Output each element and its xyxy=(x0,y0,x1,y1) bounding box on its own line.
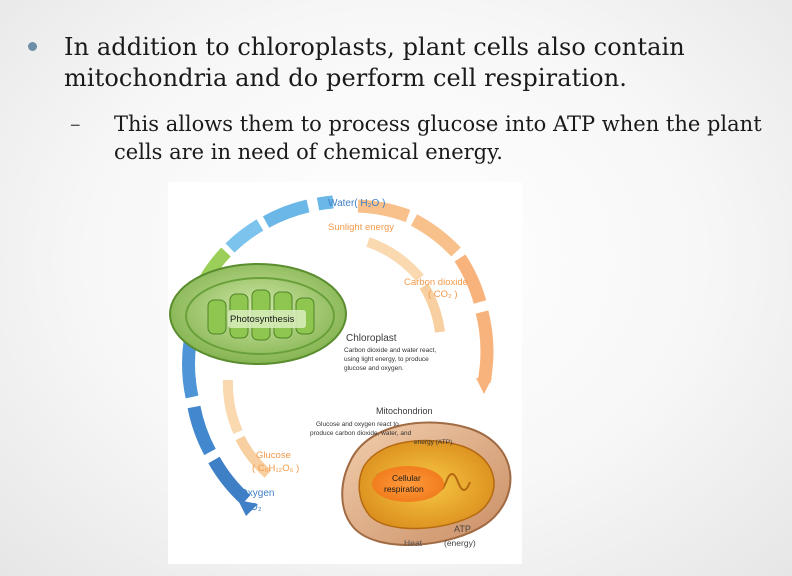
label-mitochondrion-desc-2: produce carbon dioxide, water, and xyxy=(310,430,412,437)
cycle-diagram: Water( H₂O ) Sunlight energy Carbon diox… xyxy=(168,182,522,564)
label-photosynthesis: Photosynthesis xyxy=(230,314,295,325)
label-glucose-formula: ( C₆H₁₂O₆ ) xyxy=(252,463,299,474)
label-heat: Heat xyxy=(404,538,423,548)
label-oxygen-title: Oxygen xyxy=(240,488,274,499)
cycle-arrows xyxy=(182,195,494,505)
label-mitochondrion-desc-1: Glucose and oxygen react to xyxy=(316,421,399,428)
label-atp-energy: (energy) xyxy=(444,538,476,548)
label-mitochondrion-title: Mitochondrion xyxy=(376,406,433,416)
label-atp: ATP xyxy=(454,524,471,534)
bullet-level-1: In addition to chloroplasts, plant cells… xyxy=(28,32,768,94)
bullet-1-text: In addition to chloroplasts, plant cells… xyxy=(64,33,685,92)
label-co2-formula: ( CO₂ ) xyxy=(428,289,458,300)
label-water: Water( H₂O ) xyxy=(328,198,385,209)
label-respiration: respiration xyxy=(384,484,424,494)
label-glucose-title: Glucose xyxy=(256,450,291,461)
label-chloroplast-title: Chloroplast xyxy=(346,333,397,344)
arrow-head-orange-icon xyxy=(476,378,492,394)
label-chloroplast-desc-1: Carbon dioxide and water react, xyxy=(344,347,436,354)
mitochondrion-illustration xyxy=(341,421,512,546)
label-oxygen-formula: O₂ xyxy=(250,502,262,513)
bullet-2-text: This allows them to process glucose into… xyxy=(114,112,762,164)
cycle-diagram-svg: Water( H₂O ) Sunlight energy Carbon diox… xyxy=(169,195,512,548)
label-cellular: Cellular xyxy=(392,473,421,483)
bullet-dash-icon: – xyxy=(70,112,81,136)
label-chloroplast-desc-2: using light energy, to produce xyxy=(344,356,429,363)
bullet-dot-icon xyxy=(28,42,37,51)
arrow-head-blue-icon xyxy=(238,500,258,516)
chloroplast-illustration xyxy=(169,263,347,365)
bullet-level-2: – This allows them to process glucose in… xyxy=(70,110,770,166)
label-mitochondrion-desc-3: energy (ATP). xyxy=(414,439,454,446)
diagram-labels: Water( H₂O ) Sunlight energy Carbon diox… xyxy=(230,198,476,548)
label-co2-title: Carbon dioxide xyxy=(404,277,468,288)
label-sunlight: Sunlight energy xyxy=(328,222,394,233)
label-chloroplast-desc-3: glucose and oxygen. xyxy=(344,365,404,372)
